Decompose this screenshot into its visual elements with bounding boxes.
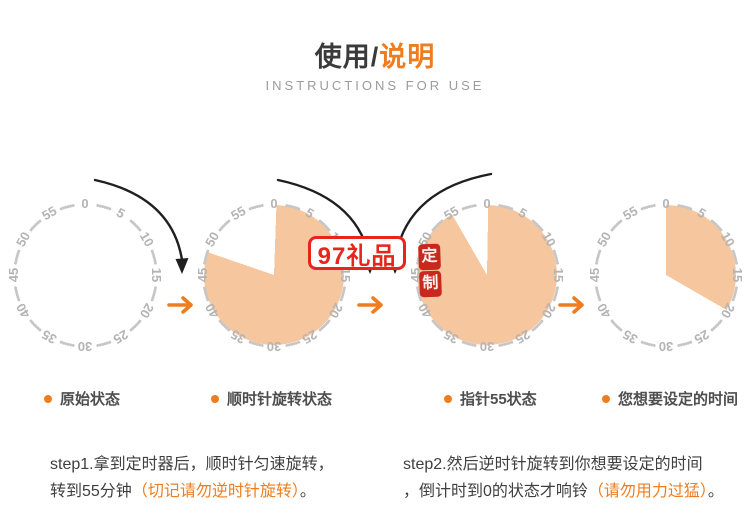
page-subtitle: INSTRUCTIONS FOR USE [265, 78, 485, 93]
watermark-seal: 定 制 [418, 243, 442, 299]
dial-number: 45 [195, 267, 210, 283]
dial-fill-sector [596, 205, 736, 345]
step2-line2-end: 。 [707, 483, 724, 500]
caption-original-state: 原始状态 [44, 388, 120, 409]
caption-label: 原始状态 [60, 391, 121, 408]
dial-number: 45 [587, 267, 602, 283]
step1-text: step1.拿到定时器后，顺时针匀速旋转， 转到55分钟（切记请勿逆时针旋转）。 [50, 451, 402, 505]
caption-label: 您想要设定的时间 [618, 391, 739, 408]
bullet-icon [44, 394, 52, 403]
title-orange-part: 说明 [379, 42, 436, 72]
step2-warning: （请勿用力过猛） [587, 483, 708, 500]
caption-desired-time: 您想要设定的时间 [602, 388, 738, 409]
caption-label: 顺时针旋转状态 [227, 391, 333, 408]
dial-number: 30 [479, 339, 495, 354]
seal-char-bottom: 制 [419, 270, 442, 298]
step2-text: step2.然后逆时针旋转到你想要设定的时间 ，倒计时到0的状态才响铃（请勿用力… [403, 451, 750, 505]
dial-number: 15 [730, 267, 745, 283]
step1-line2-dark: 转到55分钟 [50, 483, 132, 500]
dial-number: 10 [136, 229, 158, 250]
dial-number: 0 [270, 196, 278, 211]
step2-line2-dark: ，倒计时到0的状态才响铃 [403, 483, 588, 500]
watermark-badge: 97礼品 [308, 236, 406, 270]
dial-number: 30 [658, 339, 674, 354]
step1-warning: （切记请勿逆时针旋转） [131, 483, 300, 500]
dial-number: 30 [77, 339, 93, 354]
seal-char-top: 定 [418, 243, 441, 271]
dial-number: 30 [266, 339, 282, 354]
step1-line1: step1.拿到定时器后，顺时针匀速旋转， [50, 456, 334, 473]
next-step-arrow-icon [357, 296, 383, 314]
caption-clockwise-rotating: 顺时针旋转状态 [211, 388, 332, 409]
dial-number: 35 [39, 326, 60, 348]
dial-number: 15 [551, 267, 566, 283]
caption-label: 指针55状态 [460, 391, 537, 408]
dial-number: 15 [149, 267, 164, 283]
title-dark-part: 使用/ [314, 42, 380, 72]
bullet-icon [602, 394, 610, 403]
page-header: 使用/说明 INSTRUCTIONS FOR USE [0, 42, 750, 93]
dial-number: 0 [662, 196, 670, 211]
caption-pointer-at-55: 指针55状态 [444, 388, 537, 409]
next-step-arrow-icon [167, 296, 193, 314]
dial-number: 0 [81, 196, 89, 211]
dial-number: 0 [483, 196, 491, 211]
step1-line2-end: 。 [299, 483, 316, 500]
bullet-icon [211, 394, 219, 403]
bullet-icon [444, 394, 452, 403]
dial-number: 45 [6, 267, 21, 283]
page-title: 使用/说明 [0, 42, 750, 72]
step2-line1: step2.然后逆时针旋转到你想要设定的时间 [403, 456, 703, 473]
